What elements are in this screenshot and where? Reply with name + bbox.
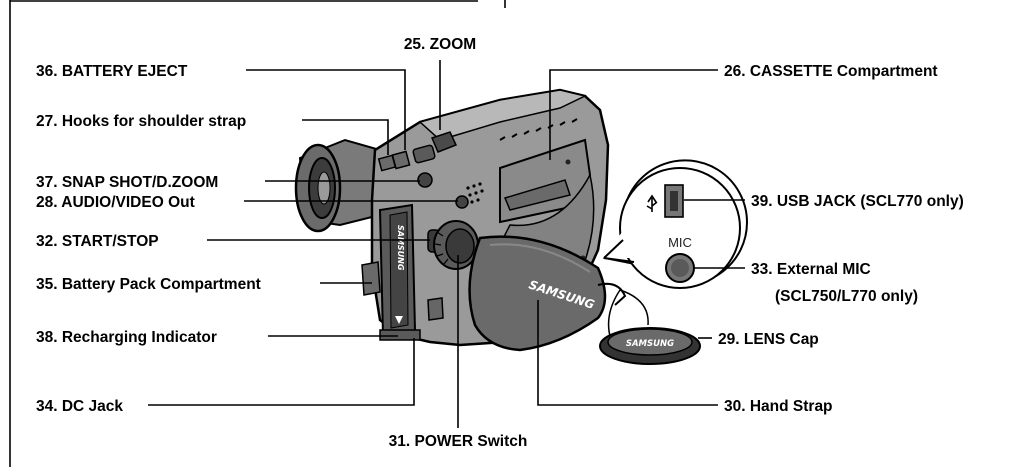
usb-icon (646, 194, 658, 212)
label-usb-jack: 39. USB JACK (SCL770 only) (751, 193, 964, 210)
connector-callout: MIC (602, 159, 748, 289)
label-hand-strap: 30. Hand Strap (724, 398, 833, 415)
label-external-mic-models: (SCL750/L770 only) (775, 288, 918, 305)
label-start-stop: 32. START/STOP (36, 233, 159, 250)
power-dial (433, 220, 479, 270)
label-cassette-compartment: 26. CASSETTE Compartment (724, 63, 938, 80)
label-audio-video-out: 28. AUDIO/VIDEO Out (36, 194, 195, 211)
label-lens-cap: 29. LENS Cap (718, 331, 819, 348)
label-power-switch: 31. POWER Switch (389, 433, 528, 450)
battery-pack: SAMSUNG (361, 203, 417, 338)
battery-brand-text: SAMSUNG (396, 225, 405, 271)
labels: 25. ZOOM 36. BATTERY EJECT 26. CASSETTE … (36, 36, 964, 450)
label-external-mic: 33. External MIC (751, 261, 871, 278)
label-battery-eject: 36. BATTERY EJECT (36, 63, 188, 80)
camcorder-illustration: SAMSUNG SAMSUNG (294, 88, 701, 365)
mic-icon (665, 253, 695, 283)
cap-brand-text: SAMSUNG (626, 339, 674, 349)
label-snap-shot: 37. SNAP SHOT/D.ZOOM (36, 174, 218, 191)
leader-lines (148, 60, 745, 428)
label-battery-pack: 35. Battery Pack Compartment (36, 276, 261, 293)
label-dc-jack: 34. DC Jack (36, 398, 123, 415)
label-hooks-shoulder-strap: 27. Hooks for shoulder strap (36, 113, 246, 130)
label-zoom: 25. ZOOM (404, 36, 476, 53)
lens-cap: SAMSUNG (599, 289, 701, 365)
top-controls (377, 131, 458, 188)
hand-strap: SAMSUNG (468, 235, 627, 352)
label-recharging-indicator: 38. Recharging Indicator (36, 329, 217, 346)
viewfinder (294, 138, 381, 233)
page-frame (9, 0, 506, 467)
mic-text: MIC (668, 235, 692, 250)
